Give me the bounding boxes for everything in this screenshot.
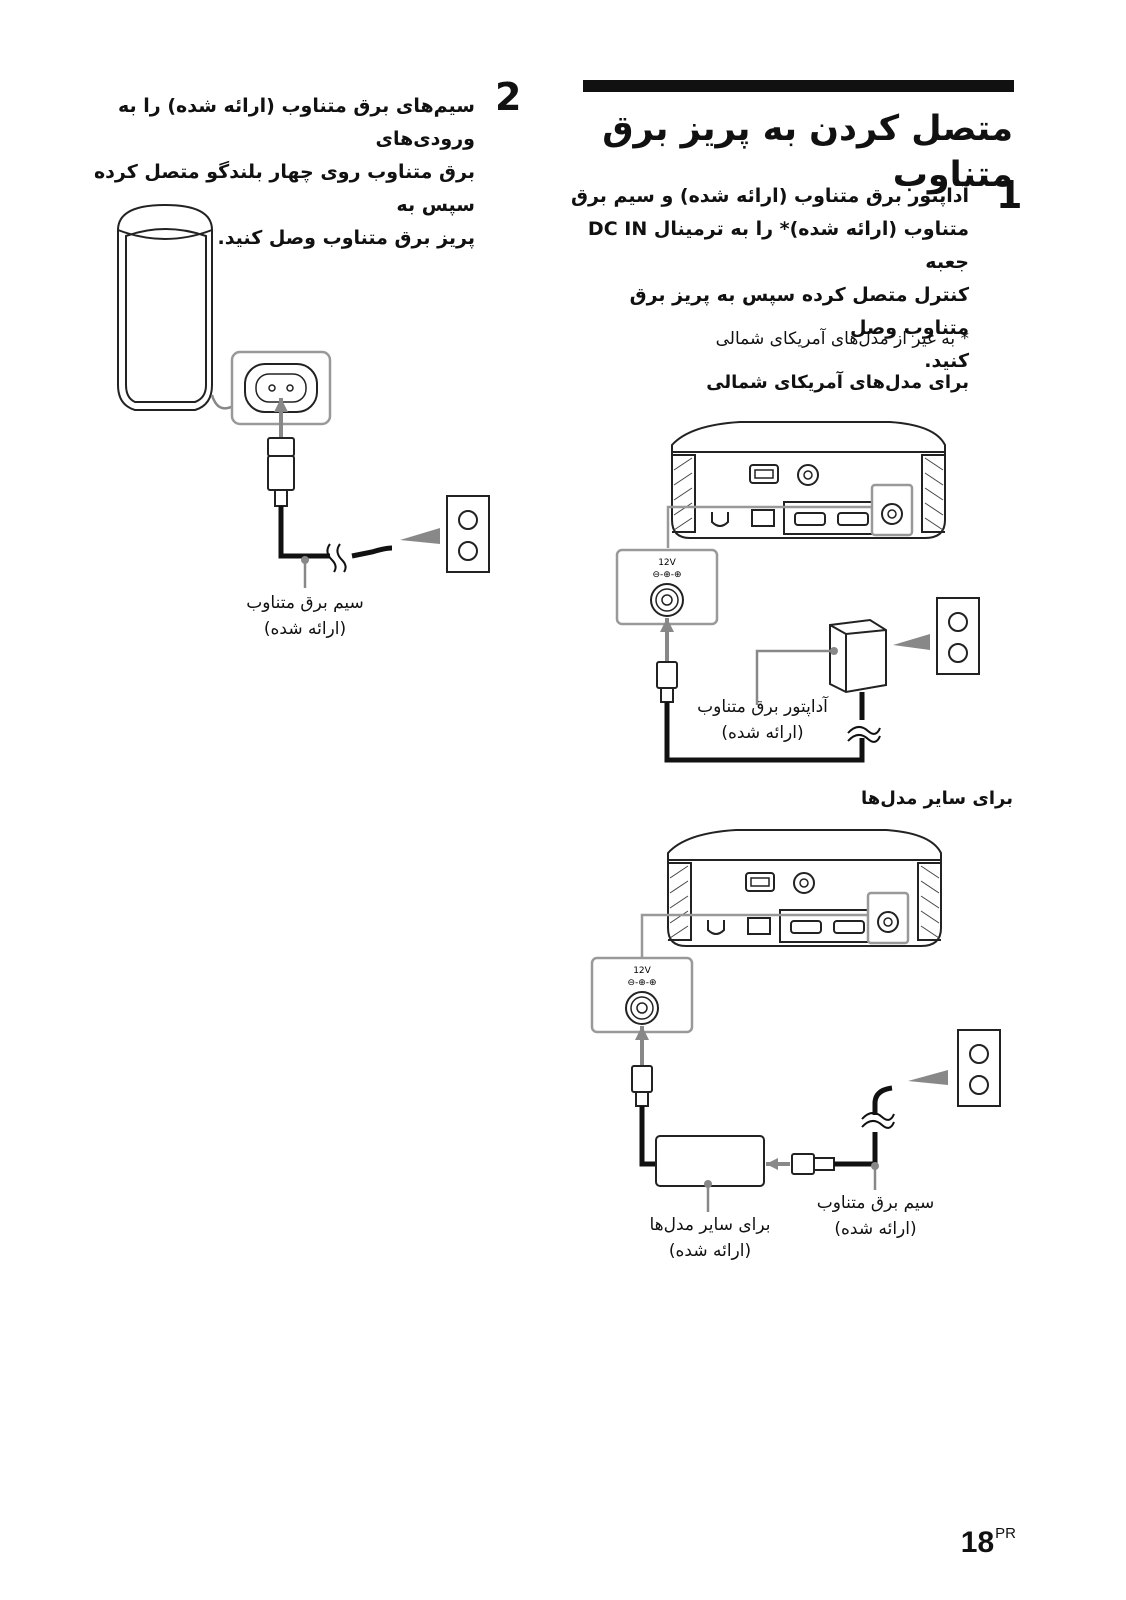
hdmi-port [794, 512, 826, 526]
dc-in-port [877, 911, 899, 933]
cord-label-speaker: سیم برق متناوب (ارائه شده) [246, 593, 364, 639]
jack-port [797, 464, 819, 486]
subheading-other-models: برای سایر مدل‌ها [861, 788, 1013, 809]
step-1-line: آداپتور برق متناوب (ارائه شده) و سیم برق [570, 185, 969, 207]
page-number: 18PR [960, 1525, 1016, 1559]
step-2-line: سیم‌های برق متناوب (ارائه شده) را به ورو… [118, 95, 475, 150]
voltage-label: 12V [658, 558, 676, 568]
hdmi-port [837, 512, 869, 526]
speaker [117, 203, 213, 411]
ac-plug [267, 437, 295, 507]
ac-adapter [829, 618, 887, 694]
subheading-north-america: برای مدل‌های آمریکای شمالی [706, 372, 969, 393]
wall-outlet [957, 1029, 1001, 1107]
step-2-line: برق متناوب روی چهار بلندگو متصل کرده سپس… [93, 161, 475, 216]
jack-port [793, 872, 815, 894]
svg-text:⊖-⊕-⊕: ⊖-⊕-⊕ [652, 570, 681, 580]
dc-in-port [881, 503, 903, 525]
section-title: متصل کردن به پریز برق متناوب [602, 109, 1013, 195]
footnote: * به غیر از مدل‌های آمریکای شمالی [715, 329, 969, 349]
wall-outlet [936, 597, 980, 675]
step-1-line: متناوب (ارائه شده)* را به ترمینال DC IN … [587, 218, 969, 273]
step-2-line: پریز برق متناوب وصل کنید. [217, 227, 475, 249]
wall-outlet [446, 495, 490, 573]
power-brick-label: برای سایر مدل‌ها (ارائه شده) [649, 1215, 771, 1261]
svg-text:⊖-⊕-⊕: ⊖-⊕-⊕ [627, 978, 656, 988]
hdmi-port [790, 920, 822, 934]
step-1-line: کنترل متصل کرده سپس به پریز برق متناوب و… [629, 284, 969, 339]
section-rule [583, 80, 1014, 92]
hdmi-port [833, 920, 865, 934]
hatch-left [673, 457, 693, 531]
cord-label-other: سیم برق متناوب (ارائه شده) [816, 1193, 935, 1239]
hatch-right [924, 457, 944, 531]
step-2-text: سیم‌های برق متناوب (ارائه شده) را به ورو… [55, 90, 475, 255]
step-1-text: آداپتور برق متناوب (ارائه شده) و سیم برق… [569, 180, 969, 378]
step-1-line: کنید. [924, 350, 969, 372]
step-1-number: 1 [996, 173, 1023, 217]
voltage-label: 12V [633, 966, 651, 976]
adapter-label: آداپتور برق متناوب (ارائه شده) [697, 697, 828, 743]
step-2-number: 2 [495, 75, 522, 119]
